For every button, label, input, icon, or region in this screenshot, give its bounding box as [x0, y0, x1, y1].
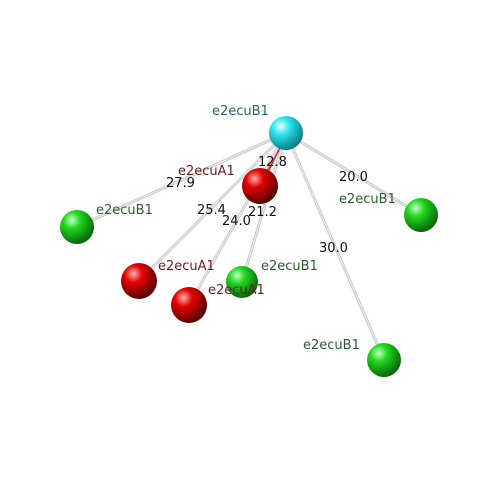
red-sphere-icon[interactable] [121, 263, 157, 299]
red-sphere-icon[interactable] [171, 287, 207, 323]
node-label-1: e2ecuB1 [96, 203, 153, 218]
green-sphere-icon[interactable] [60, 210, 94, 244]
distance-label-6: 30.0 [319, 241, 348, 256]
distance-label-3: 25.4 [197, 203, 226, 218]
distance-label-4: 24.0 [222, 214, 251, 229]
red-sphere-icon[interactable] [242, 168, 278, 204]
distance-label-1: 27.9 [166, 176, 195, 191]
node-label-3: e2ecuA1 [158, 259, 215, 274]
green-sphere-icon[interactable] [404, 198, 438, 232]
bond-highlight-5 [241, 132, 287, 283]
bond-highlight-2 [285, 132, 422, 216]
bond-highlight-3 [138, 132, 287, 282]
node-label-6: e2ecuB1 [303, 338, 360, 353]
bond-highlight-6 [285, 132, 385, 361]
green-sphere-icon[interactable] [367, 343, 401, 377]
center-label: e2ecuB1 [212, 104, 269, 119]
node-label-2: e2ecuB1 [339, 192, 396, 207]
node-label-4: e2ecuA1 [208, 283, 265, 298]
node-label-5: e2ecuB1 [261, 259, 318, 274]
bond-highlight-4 [188, 132, 287, 306]
green-sphere-icon[interactable] [226, 266, 258, 298]
distance-label-2: 20.0 [339, 170, 368, 185]
distance-label-5: 21.2 [248, 205, 277, 220]
distance-label-0: 12.8 [258, 155, 287, 170]
node-label-0: e2ecuA1 [178, 164, 235, 179]
cyan-sphere-icon[interactable] [269, 116, 303, 150]
bond-highlight-1 [76, 132, 287, 228]
